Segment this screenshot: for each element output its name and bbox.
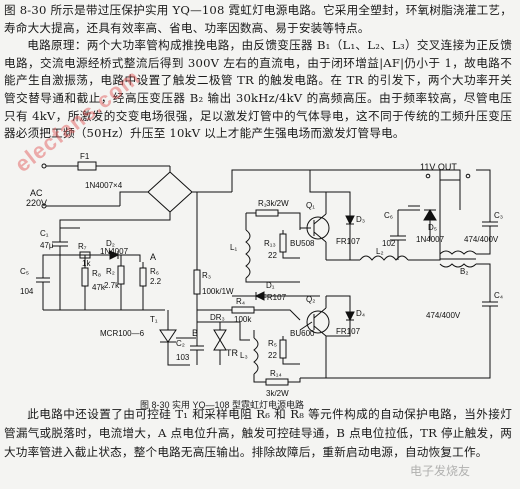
q2-label: Q₂: [306, 295, 315, 304]
mcr-label: MCR100—6: [100, 329, 145, 338]
l1-label: L₁: [230, 243, 237, 252]
r14-value: 3k/2W: [266, 389, 289, 398]
point-a-label: A: [150, 252, 156, 262]
c2-label: C₂: [176, 339, 185, 348]
c2-value: 103: [176, 353, 190, 362]
r2-value: 2.7k: [104, 281, 120, 290]
protection-paragraph: 此电路中还设置了由可控硅 T₁ 和采样电阻 R₆ 和 R₈ 等元件构成的自动保护…: [4, 407, 512, 459]
r13-label: R₁₃: [264, 239, 276, 248]
voltage-label: 220V: [26, 198, 47, 208]
r6-value: 2.2: [150, 277, 162, 286]
r5-value: 22: [268, 351, 277, 360]
figure-caption: 图 8-30 实用 YQ—108 型霓虹灯电源电路: [140, 400, 305, 410]
r7-label: R₇: [78, 242, 87, 251]
intro-text: 图 8-30 所示是带过压保护实用 YQ—108 霓虹灯电源电路。它采用全塑封，…: [4, 2, 512, 143]
d4-value: FR107: [336, 327, 361, 336]
c1-value: 47μ: [40, 241, 54, 250]
r7-value: 1k: [82, 259, 91, 268]
bridge-label: 1N4007×4: [85, 181, 123, 190]
q1-value: BU508: [290, 239, 315, 248]
c4-value: 474/400V: [426, 311, 461, 320]
t1-label: T₁: [150, 315, 158, 324]
q1-label: Q₁: [306, 201, 315, 210]
l2-label: L₂: [376, 247, 384, 256]
l3-label: L₃: [240, 351, 248, 360]
r4-label: R₄: [236, 297, 245, 306]
tr-label: TR: [226, 348, 238, 358]
protection-text: 此电路中还设置了由可控硅 T₁ 和采样电阻 R₆ 和 R₈ 等元件构成的自动保护…: [4, 405, 512, 462]
r2-label: R₂: [106, 267, 115, 276]
output-label: 11V OUT: [420, 162, 457, 172]
watermark-right: 电子发烧友: [410, 464, 471, 478]
r1-label: R₁: [258, 199, 267, 208]
r1-value: 3k/2W: [266, 199, 289, 208]
c4-label: C₄: [494, 291, 503, 300]
d1-label: D₁: [266, 281, 275, 290]
dr3-label: DR₃: [210, 313, 225, 322]
r14-label: R₁₄: [270, 369, 282, 378]
c6-label: C₆: [384, 211, 393, 220]
c5-label: C₅: [20, 267, 29, 276]
d4-label: D₄: [356, 309, 365, 318]
q2-value: BU600: [290, 329, 315, 338]
c6-value: 102: [382, 239, 396, 248]
point-b-label: B: [192, 328, 198, 338]
c5-value: 104: [20, 287, 34, 296]
r8-value: 47k: [92, 283, 106, 292]
r5-label: R₅: [268, 339, 277, 348]
d2-value: 1N4007: [100, 247, 129, 256]
c3-value: 474/400V: [464, 235, 499, 244]
d1-value: FR107: [262, 293, 287, 302]
circuit-schematic: AC 220V F1 1N4007×4 C₁ 47μ R₇ 1k D₂ 1N40…: [20, 152, 503, 398]
r3-label: R₃: [202, 271, 211, 280]
d5-label: D₅: [428, 223, 437, 232]
r8-label: R₈: [92, 269, 101, 278]
circuit-diagram: AC 220V F1 1N4007×4 C₁ 47μ R₇ 1k D₂ 1N40…: [0, 150, 520, 405]
fuse-label: F1: [80, 152, 90, 161]
r13-value: 22: [268, 251, 277, 260]
d5-value: 1N4007: [416, 235, 445, 244]
ac-label: AC: [30, 188, 43, 198]
r4-value: 100k: [234, 315, 252, 324]
d2-label: D₂: [106, 239, 115, 248]
r6-label: R₆: [150, 267, 159, 276]
intro-paragraph: 图 8-30 所示是带过压保护实用 YQ—108 霓虹灯电源电路。它采用全塑封，…: [4, 3, 512, 35]
d3-label: D₃: [356, 215, 365, 224]
d3-value: FR107: [336, 237, 361, 246]
r3-value: 100k/1W: [202, 287, 234, 296]
b2-label: B₂: [460, 267, 468, 276]
c3-label: C₃: [494, 211, 503, 220]
principle-paragraph: 电路原理：两个大功率管构成推挽电路，由反馈变压器 B₁（L₁、L₂、L₃）交叉连…: [4, 38, 512, 141]
c1-label: C₁: [40, 229, 49, 238]
